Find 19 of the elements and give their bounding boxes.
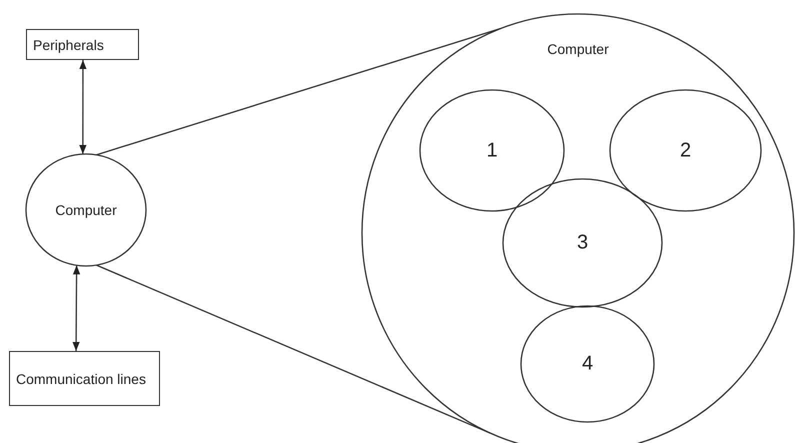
ellipse-node <box>419 89 565 212</box>
ellipse-node <box>502 178 663 308</box>
ellipse-node <box>520 305 655 423</box>
labeled-box <box>26 29 139 60</box>
node-label: Communication lines <box>16 370 146 386</box>
node-label: Computer <box>55 202 117 218</box>
double-arrow <box>72 265 80 351</box>
node-label: Computer <box>547 41 609 57</box>
node-label: 2 <box>680 139 692 162</box>
labeled-box <box>9 351 160 406</box>
ellipse-node <box>25 153 147 267</box>
connector-line <box>96 28 501 156</box>
double-arrow <box>79 60 87 154</box>
ellipse-node <box>609 89 762 212</box>
connector-line <box>96 264 490 434</box>
node-label: 3 <box>576 232 588 254</box>
node-label: 1 <box>486 139 498 162</box>
node-label: 4 <box>582 352 594 376</box>
node-label: Peripherals <box>33 36 104 52</box>
